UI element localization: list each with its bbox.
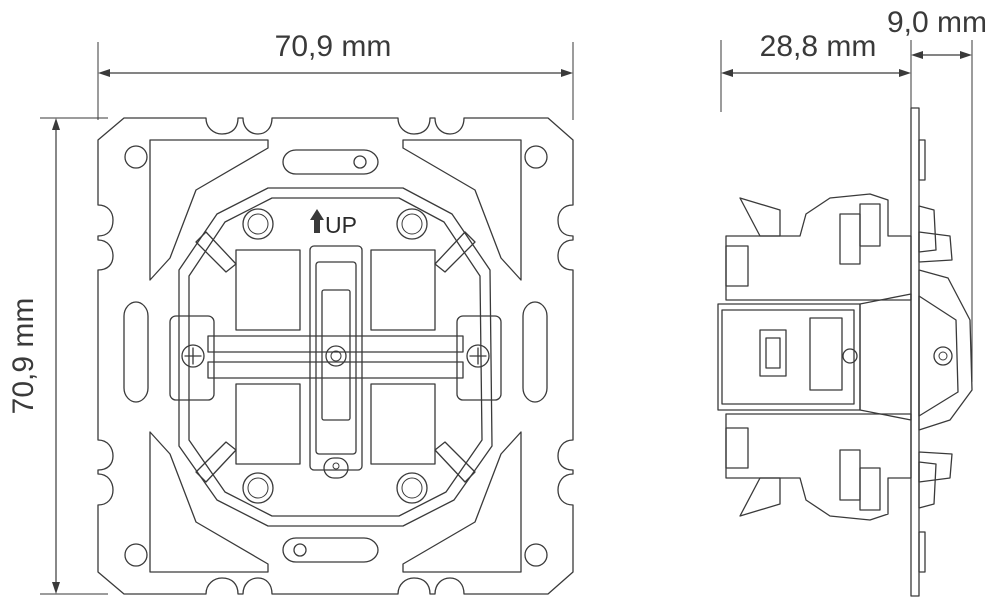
side-view xyxy=(717,107,973,597)
side-depth-dimension: 28,8 mm xyxy=(720,30,912,112)
front-width-label: 70,9 mm xyxy=(275,30,392,63)
side-mounting-plate xyxy=(910,107,920,597)
front-view: UP xyxy=(97,117,574,595)
up-marking: UP xyxy=(310,209,357,238)
side-plate-label: 9,0 mm xyxy=(887,6,987,39)
up-label: UP xyxy=(325,212,357,238)
side-plate-dimension: 9,0 mm xyxy=(887,6,987,382)
side-depth-label: 28,8 mm xyxy=(760,30,877,63)
mechanism-body xyxy=(178,187,493,527)
front-height-label: 70,9 mm xyxy=(7,298,40,415)
up-arrow-icon xyxy=(310,209,324,233)
front-height-dimension: 70,9 mm xyxy=(7,117,108,595)
mounting-plate-outline xyxy=(97,117,574,595)
front-width-dimension: 70,9 mm xyxy=(97,30,574,120)
